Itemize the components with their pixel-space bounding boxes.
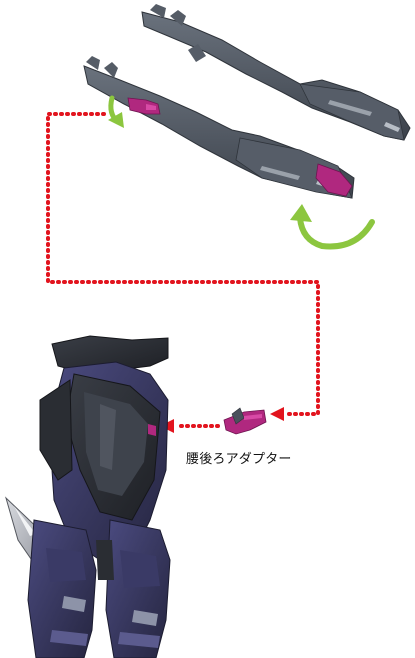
- adapter-part-detached-top: [127, 97, 161, 115]
- green-curved-arrow-icon: [290, 204, 375, 250]
- adapter-slot: [148, 424, 156, 436]
- mecha-figure: [5, 335, 171, 658]
- wing-part-top: [141, 4, 411, 141]
- wing-part-bottom: [83, 56, 355, 199]
- waist-rear-adapter-part: [223, 407, 267, 435]
- waist-rear-adapter-label: 腰後ろアダプター: [186, 452, 292, 467]
- green-curved-arrow-icon: [108, 95, 124, 128]
- adapter-part-mounted: [315, 163, 353, 197]
